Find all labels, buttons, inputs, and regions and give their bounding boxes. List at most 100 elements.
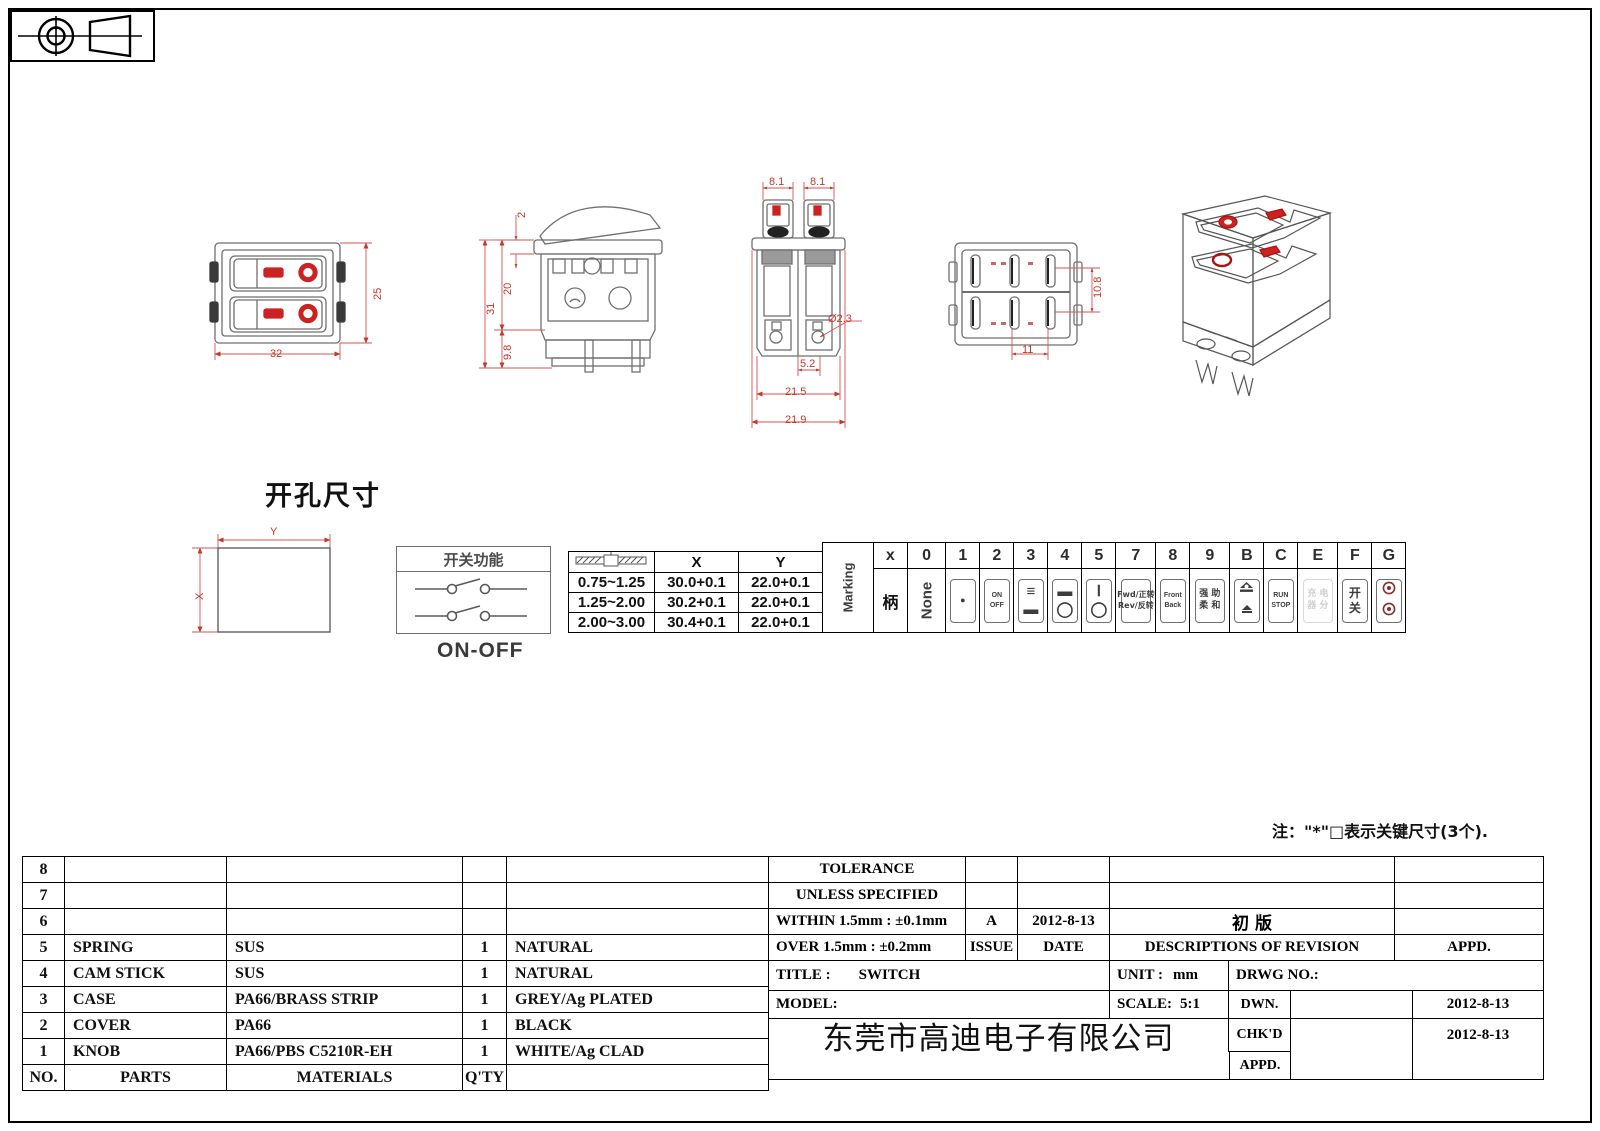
revision-label: DESCRIPTIONS OF REVISION: [1110, 935, 1395, 961]
marking-cell-E: 充 电 器 分: [1297, 568, 1339, 633]
title-block: TOLERANCE UNLESS SPECIFIED WITHIN 1.5mm …: [768, 856, 1544, 1080]
table-row: X Y: [568, 551, 823, 573]
part-material: [226, 882, 463, 909]
table-row: 4 CAM STICK SUS 1 NATURAL: [22, 960, 769, 987]
appd-value: [1395, 909, 1543, 935]
part-finish: NATURAL: [506, 934, 769, 961]
unit-field: UNIT : mm: [1110, 961, 1229, 991]
part-no: 5: [22, 934, 65, 961]
panel-y: 22.0+0.1: [738, 612, 823, 633]
table-row: 3 CASE PA66/BRASS STRIP 1 GREY/Ag PLATED: [22, 986, 769, 1013]
revision-blank-1: [1110, 857, 1395, 883]
switch-schematic-icon: [415, 578, 527, 622]
title-label: TITLE :: [776, 967, 831, 983]
dim-side-total-height: 31: [485, 302, 497, 315]
part-name: COVER: [64, 1012, 227, 1039]
part-finish: [506, 856, 769, 883]
parts-header-no: NO.: [22, 1064, 65, 1091]
title-value: SWITCH: [858, 967, 921, 983]
xy-header-y: Y: [738, 551, 823, 573]
hole-dimension-title: 开孔尺寸: [265, 481, 381, 512]
marking-code: 3: [1013, 542, 1049, 569]
table-row: 2.00~3.00 30.4+0.1 22.0+0.1: [568, 612, 823, 633]
dwn-name: [1291, 991, 1413, 1019]
panel-thickness-table: X Y 0.75~1.25 30.0+0.1 22.0+0.1 1.25~2.0…: [568, 551, 823, 633]
dim-cutout-x: X: [194, 592, 206, 600]
revision-date: 2012-8-13: [1018, 909, 1110, 935]
sheet-border: [8, 8, 1592, 1123]
part-name: CASE: [64, 986, 227, 1013]
part-qty: [462, 882, 507, 909]
dim-side-flange: 2: [516, 211, 528, 218]
model-field: MODEL:: [769, 991, 1110, 1019]
table-row: 0.75~1.25 30.0+0.1 22.0+0.1: [568, 572, 823, 593]
appd-date-blank: [1413, 1052, 1543, 1079]
appd-blank-1: [1395, 857, 1543, 883]
marking-code: 4: [1047, 542, 1083, 569]
part-material: PA66/PBS C5210R-EH: [226, 1038, 463, 1065]
table-row: 7: [22, 882, 769, 909]
part-no: 4: [22, 960, 65, 987]
unit-label: UNIT :: [1117, 967, 1163, 983]
dim-knob-width-right: 8.1: [810, 176, 826, 188]
dwn-label: DWN.: [1229, 991, 1291, 1019]
marking-cell-0: None: [906, 568, 947, 633]
parts-header-parts: PARTS: [64, 1064, 227, 1091]
panel-x: 30.2+0.1: [654, 592, 739, 613]
marking-code: 2: [979, 542, 1015, 569]
part-no: 6: [22, 908, 65, 935]
dim-end-overall: 21.5: [785, 386, 807, 398]
part-finish: GREY/Ag PLATED: [506, 986, 769, 1013]
marking-code: 0: [906, 542, 947, 569]
part-name: KNOB: [64, 1038, 227, 1065]
marking-code: G: [1371, 542, 1407, 569]
marking-cell-3: ≡ ▬: [1013, 568, 1049, 633]
issue-blank-1: [966, 857, 1018, 883]
marking-table: Marking x 0 1 2 3 4 5 7 8 9 B C E F G 柄 …: [822, 542, 1407, 633]
tolerance-over: OVER 1.5mm : ±0.2mm: [769, 935, 966, 961]
tolerance-within: WITHIN 1.5mm : ±0.1mm: [769, 909, 966, 935]
part-qty: 1: [462, 960, 507, 987]
part-name: SPRING: [64, 934, 227, 961]
marking-code: F: [1337, 542, 1373, 569]
date-blank-2: [1018, 883, 1110, 909]
model-label: MODEL:: [776, 996, 838, 1012]
unit-value: mm: [1172, 967, 1198, 983]
part-name: [64, 882, 227, 909]
part-material: PA66/BRASS STRIP: [226, 986, 463, 1013]
company-name: 东莞市高迪电子有限公司: [769, 1019, 1229, 1052]
panel-range: 1.25~2.00: [568, 592, 655, 613]
title-field: TITLE : SWITCH: [769, 961, 1110, 991]
part-no: 8: [22, 856, 65, 883]
table-row: 1.25~2.00 30.2+0.1 22.0+0.1: [568, 592, 823, 613]
drwg-label: DRWG NO.:: [1236, 967, 1319, 983]
marking-cell-9: 强 助 柔 和: [1189, 568, 1231, 633]
part-qty: [462, 908, 507, 935]
dim-front-width: 32: [270, 348, 283, 360]
date-blank-1: [1018, 857, 1110, 883]
table-row: Marking x 0 1 2 3 4 5 7 8 9 B C E F G: [822, 542, 1407, 633]
fan-high-icon: [1238, 581, 1255, 601]
table-row: 8: [22, 856, 769, 883]
marking-code: 9: [1189, 542, 1231, 569]
issue-blank-2: [966, 883, 1018, 909]
dim-side-body-height: 20: [502, 282, 514, 295]
marking-code: 5: [1081, 542, 1117, 569]
parts-header-materials: MATERIALS: [226, 1064, 463, 1091]
marking-cell-C: RUN STOP: [1263, 568, 1299, 633]
part-qty: [462, 856, 507, 883]
power-dot-icon: [1382, 602, 1396, 621]
dim-cutout-y: Y: [270, 526, 278, 538]
part-no: 1: [22, 1038, 65, 1065]
table-row: 1 KNOB PA66/PBS C5210R-EH 1 WHITE/Ag CLA…: [22, 1038, 769, 1065]
marking-code: B: [1229, 542, 1265, 569]
part-name: CAM STICK: [64, 960, 227, 987]
part-qty: 1: [462, 934, 507, 961]
marking-side-label: Marking: [822, 542, 874, 633]
marking-cell-7: Fwd/正转 Rev/反转: [1115, 568, 1157, 633]
part-material: SUS: [226, 960, 463, 987]
fan-low-icon: [1240, 603, 1254, 620]
appd-name: [1291, 1052, 1413, 1079]
marking-code: 1: [945, 542, 981, 569]
